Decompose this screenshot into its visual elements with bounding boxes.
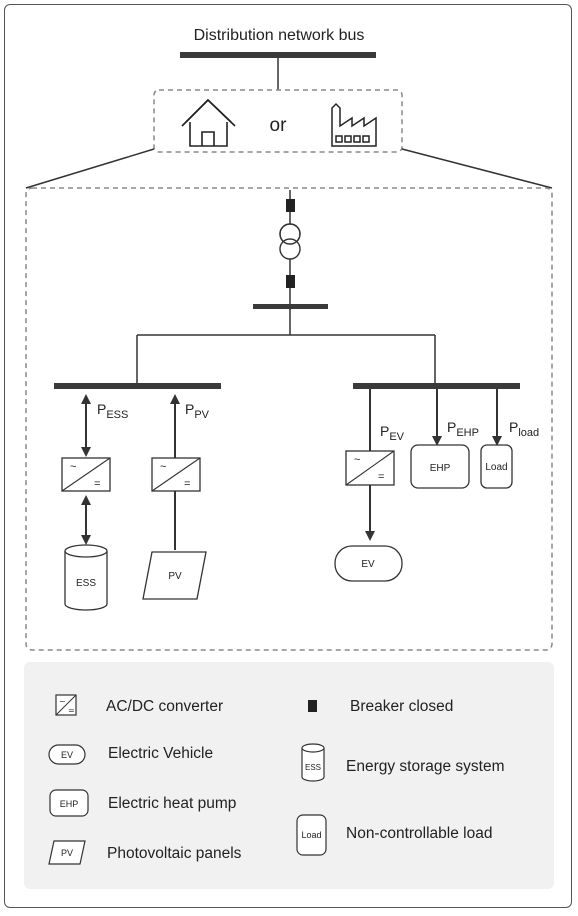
p-ess-label: PESS (97, 401, 128, 421)
house-icon (181, 98, 236, 147)
svg-text:PV: PV (61, 848, 73, 858)
ev-icon: EV (48, 744, 86, 765)
pv-device: PV (142, 551, 207, 600)
local-bus (253, 304, 328, 309)
ev-label: EV (361, 559, 375, 570)
zoom-line-right (401, 148, 553, 189)
pv-label: PV (168, 571, 182, 582)
converter-icon: ~ = (55, 694, 77, 716)
legend-breaker: Breaker closed (350, 698, 454, 715)
svg-text:Load: Load (301, 830, 321, 840)
svg-text:=: = (94, 478, 100, 490)
figure-frame (4, 4, 572, 908)
load-device: Load (480, 444, 513, 489)
p-ev-label: PEV (380, 423, 405, 443)
transformer-icon (279, 223, 301, 260)
p-load-label: Pload (509, 419, 539, 439)
svg-text:~: ~ (160, 461, 166, 473)
svg-text:~: ~ (59, 697, 66, 706)
ess-label: ESS (76, 578, 96, 589)
converter-icon: ~ = (345, 450, 395, 486)
ehp-icon: EHP (49, 789, 89, 817)
ev-device: EV (334, 545, 403, 582)
microgrid-diagram: Distribution network bus or PESS (25, 27, 553, 651)
factory-icon (331, 102, 377, 147)
breaker-icon (308, 700, 317, 712)
svg-text:EHP: EHP (60, 799, 79, 809)
svg-text:~: ~ (354, 454, 360, 466)
breaker-icon (286, 275, 295, 288)
legend-ess: Energy storage system (346, 758, 505, 775)
right-bus (353, 383, 520, 389)
consumer-box (153, 89, 403, 153)
svg-text:EV: EV (61, 750, 73, 760)
detail-box (25, 187, 553, 651)
p-ehp-label: PEHP (447, 419, 479, 439)
legend-load: Non-controllable load (346, 825, 493, 842)
p-pv-label: PPV (185, 401, 210, 421)
left-bus (54, 383, 221, 389)
svg-text:~: ~ (70, 461, 76, 473)
ehp-device: EHP (410, 444, 470, 489)
legend-pv: Photovoltaic panels (107, 845, 242, 862)
zoom-line-left (25, 148, 155, 189)
pv-icon: PV (48, 840, 86, 865)
legend-ev: Electric Vehicle (108, 745, 214, 762)
distribution-bus (180, 52, 376, 58)
load-icon: Load (296, 814, 327, 856)
ess-device: ESS (64, 544, 108, 611)
svg-text:ESS: ESS (305, 763, 321, 772)
bus-title: Distribution network bus (194, 27, 365, 44)
load-label: Load (485, 462, 507, 473)
legend-acdc: AC/DC converter (106, 698, 224, 715)
converter-icon: ~ = (151, 457, 201, 492)
or-label: or (270, 115, 288, 136)
svg-text:=: = (184, 478, 190, 490)
converter-icon: ~ = (61, 457, 111, 492)
breaker-icon (286, 199, 295, 212)
legend-ehp: Electric heat pump (108, 795, 237, 812)
svg-text:=: = (68, 706, 75, 715)
legend: ~ = AC/DC converter Breaker closed EV El… (24, 662, 554, 889)
ehp-label: EHP (430, 463, 451, 474)
svg-text:=: = (378, 471, 384, 483)
ess-icon: ESS (301, 743, 325, 782)
